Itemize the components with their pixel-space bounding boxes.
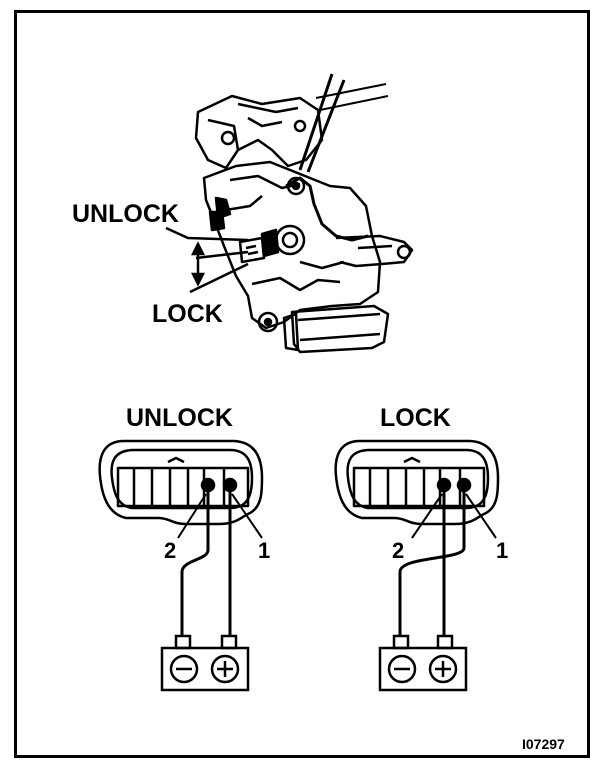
figure-frame [14, 10, 590, 758]
right-terminal-2-label: 2 [392, 538, 405, 563]
right-connector [334, 439, 500, 636]
left-connector [98, 439, 264, 636]
top-lock-label: LOCK [152, 300, 223, 328]
right-battery [378, 634, 468, 692]
unlock-lock-arrow [165, 226, 249, 294]
right-terminal-1-label: 1 [496, 538, 509, 563]
left-battery [160, 634, 250, 692]
top-unlock-label: UNLOCK [72, 200, 179, 228]
left-title-unlock: UNLOCK [126, 404, 233, 432]
door-lock-assembly [194, 73, 414, 354]
left-terminal-2-label: 2 [164, 538, 177, 563]
right-title-lock: LOCK [380, 404, 451, 432]
left-terminal-1-label: 1 [258, 538, 271, 563]
figure-code: I07297 [522, 736, 565, 752]
